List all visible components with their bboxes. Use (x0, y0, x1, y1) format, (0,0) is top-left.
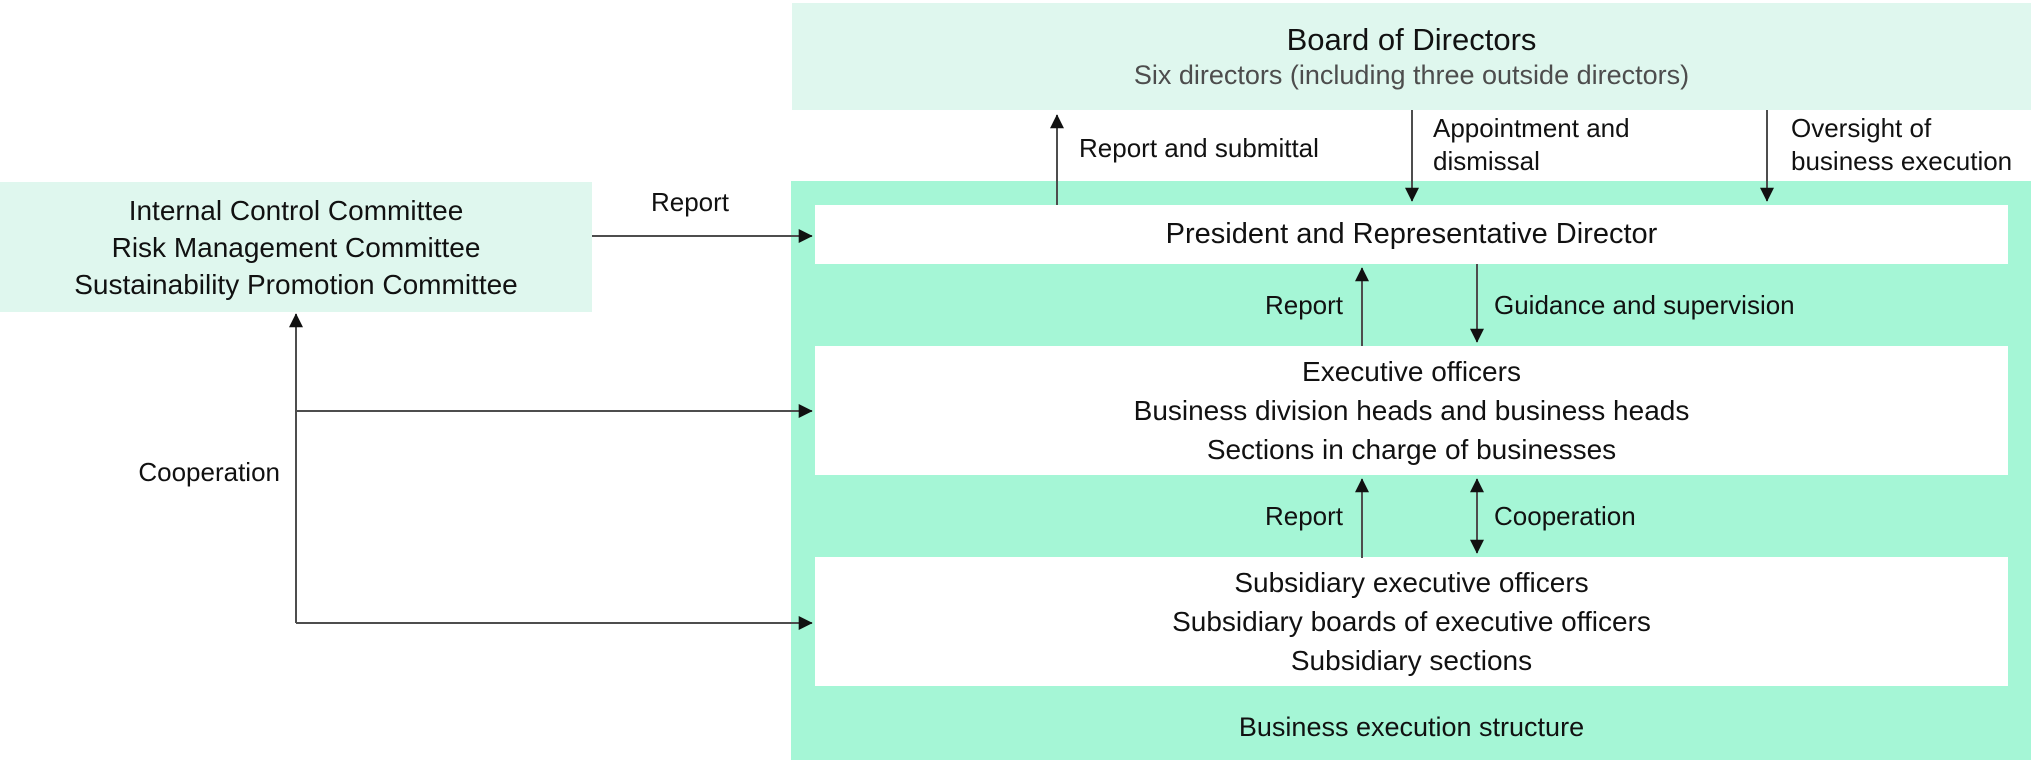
sections-in-charge-label: Sections in charge of businesses (1206, 434, 1617, 465)
subsidiary-executive-officers-label: Subsidiary executive officers (1234, 567, 1589, 598)
president-label: President and Representative Director (1165, 218, 1658, 250)
guidance-and-supervision-label: Guidance and supervision (1494, 290, 1795, 320)
subsidiary-boards-label: Subsidiary boards of executive officers (1172, 606, 1651, 637)
cooperation-exec-subsidiary-label: Cooperation (1494, 501, 1636, 531)
executive-officers-box: Executive officers Business division hea… (815, 346, 2008, 475)
president-box: President and Representative Director (815, 205, 2008, 264)
cooperation-committees-label: Cooperation (138, 457, 280, 487)
board-of-directors-box: Board of Directors Six directors (includ… (792, 3, 2031, 110)
report-exec-to-president-label: Report (1264, 290, 1343, 320)
oversight-of-business-execution-label: Oversight of business execution (1791, 113, 2013, 176)
sustainability-promotion-committee-label: Sustainability Promotion Committee (74, 268, 518, 300)
board-of-directors-title: Board of Directors (1286, 22, 1537, 57)
board-of-directors-subtitle: Six directors (including three outside d… (1133, 60, 1690, 90)
business-execution-structure-caption: Business execution structure (1238, 712, 1585, 742)
internal-control-committee-label: Internal Control Committee (128, 194, 464, 226)
risk-management-committee-label: Risk Management Committee (111, 231, 481, 263)
committees-box: Internal Control Committee Risk Manageme… (0, 182, 592, 312)
subsidiary-sections-label: Subsidiary sections (1290, 645, 1533, 676)
report-subsidiary-to-exec-label: Report (1264, 501, 1343, 531)
report-and-submittal-label: Report and submittal (1079, 133, 1319, 163)
report-from-committees-label: Report (650, 187, 730, 217)
subsidiary-box: Subsidiary executive officers Subsidiary… (815, 557, 2008, 686)
appointment-and-dismissal-label: Appointment and dismissal (1433, 113, 1630, 176)
business-division-heads-label: Business division heads and business hea… (1133, 395, 1690, 426)
executive-officers-label: Executive officers (1302, 356, 1521, 387)
